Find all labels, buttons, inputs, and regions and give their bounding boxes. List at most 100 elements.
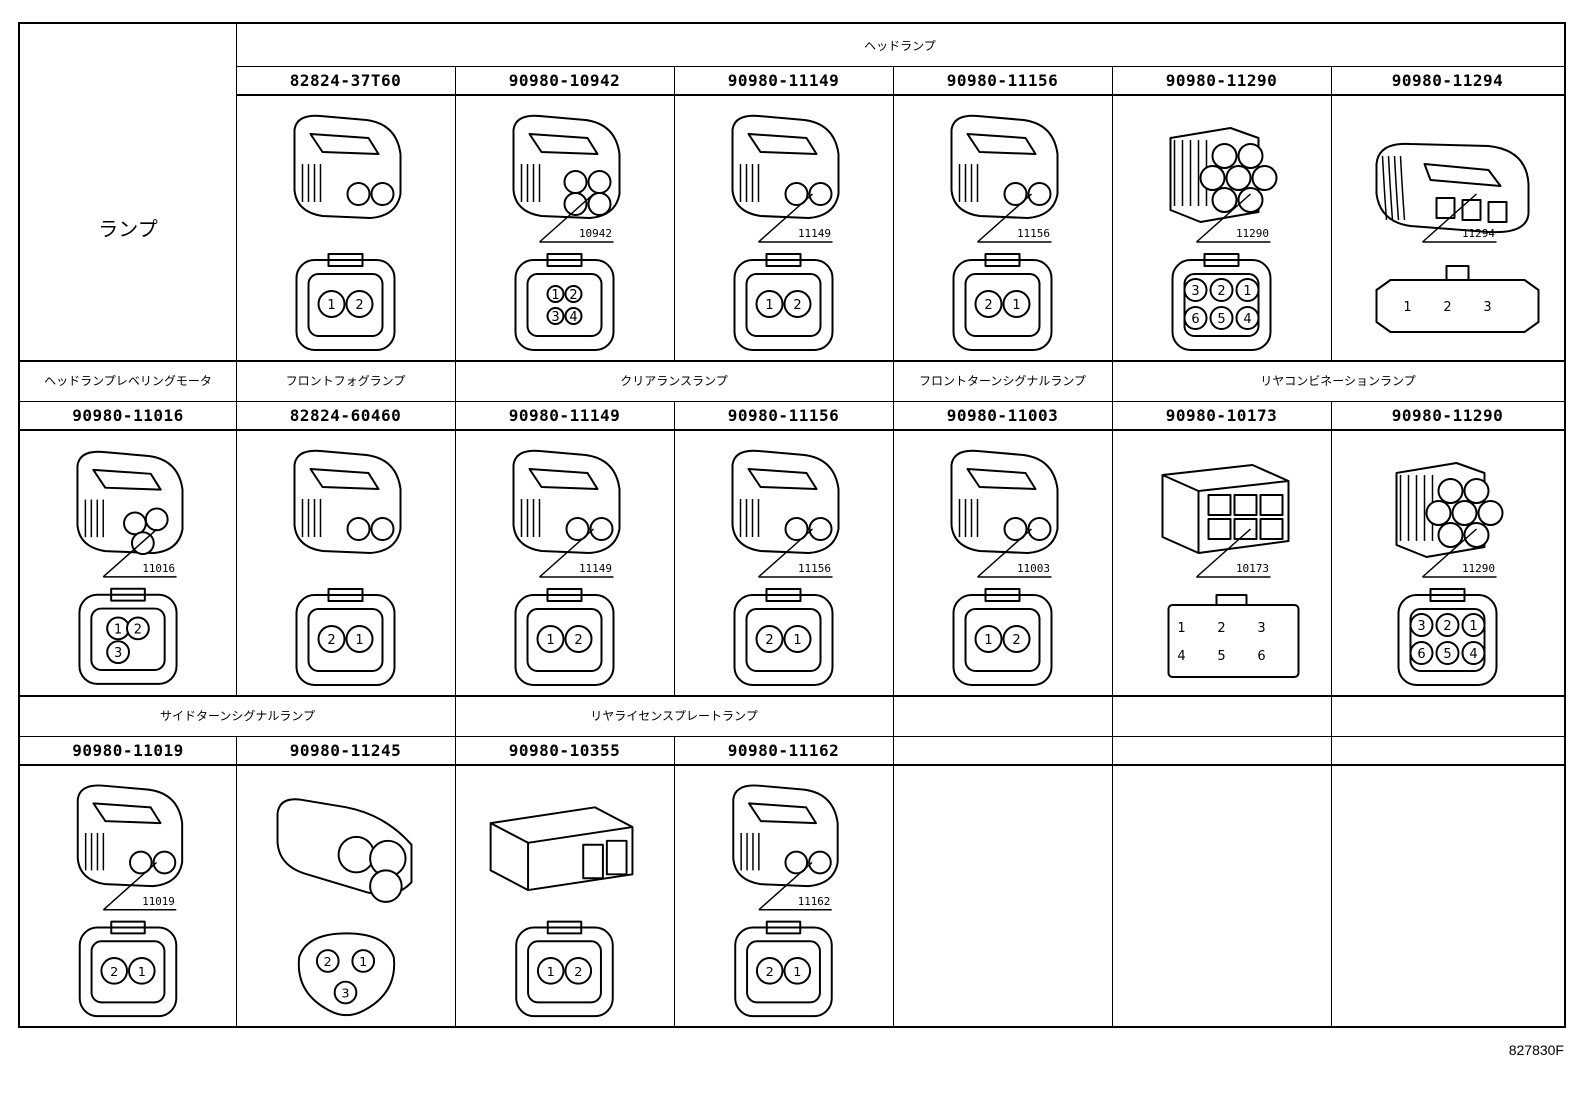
group-divider bbox=[893, 360, 894, 401]
pin-number: 2 bbox=[766, 965, 774, 980]
callout-label: 10942 bbox=[579, 227, 612, 240]
group-divider bbox=[236, 360, 237, 401]
pin-cavity bbox=[1183, 306, 1208, 330]
pin-number: 1 bbox=[547, 965, 555, 980]
pin-cavity bbox=[1002, 290, 1031, 318]
connector-body bbox=[276, 798, 413, 903]
connector-face bbox=[733, 588, 834, 686]
pin-number: 2 bbox=[765, 633, 773, 648]
pin-cavity bbox=[317, 290, 346, 318]
pin-cavity bbox=[564, 957, 593, 985]
pin-number: 6 bbox=[1417, 647, 1425, 662]
part-number: 90980-11149 bbox=[727, 70, 840, 90]
callout-label: 11149 bbox=[579, 562, 612, 575]
connector-body bbox=[732, 784, 839, 888]
connector-face bbox=[514, 253, 615, 351]
connector-face bbox=[514, 588, 615, 686]
connector-body bbox=[489, 806, 634, 892]
pin-number: 2 bbox=[1443, 300, 1451, 315]
connector-body bbox=[293, 114, 402, 219]
callout-label: 11294 bbox=[1462, 227, 1495, 240]
side-label: ランプ bbox=[98, 216, 158, 241]
figure-id: 827830F bbox=[1508, 1042, 1564, 1058]
pin-number: 3 bbox=[1417, 619, 1425, 634]
pin-number: 6 bbox=[1257, 649, 1265, 664]
pin-number: 2 bbox=[355, 298, 363, 313]
pin-cavity bbox=[106, 640, 130, 665]
pin-cavity bbox=[1409, 641, 1434, 665]
callout-leader bbox=[977, 193, 1052, 243]
pin-cavity bbox=[128, 957, 156, 985]
column-divider bbox=[1331, 401, 1332, 695]
pin-number: 4 bbox=[1243, 312, 1251, 327]
pin-number: 1 bbox=[793, 633, 801, 648]
group-label-license-plate-lamp: リヤライセンスプレートランプ bbox=[590, 709, 758, 723]
pin-number: 2 bbox=[134, 622, 142, 637]
pin-cavity bbox=[783, 625, 812, 653]
column-divider bbox=[893, 66, 894, 360]
connector-face bbox=[297, 932, 396, 1017]
pin-number: 1 bbox=[327, 298, 335, 313]
pin-number: 6 bbox=[1191, 312, 1199, 327]
group-label-fog-lamp: フロントフォグランプ bbox=[285, 374, 406, 388]
column-divider bbox=[455, 401, 456, 695]
connector-body bbox=[512, 449, 621, 554]
pin-number: 1 bbox=[138, 965, 146, 980]
pin-number: 1 bbox=[984, 633, 992, 648]
pin-cavity bbox=[100, 957, 128, 985]
callout-leader bbox=[102, 528, 177, 578]
connector-face bbox=[952, 588, 1053, 686]
pin-cavity bbox=[755, 625, 784, 653]
connector-body bbox=[950, 114, 1059, 219]
callout-leader bbox=[758, 861, 832, 911]
pin-cavity bbox=[1461, 641, 1486, 665]
pin-number: 1 bbox=[114, 622, 122, 637]
group-label-rear-combination-lamp: リヤコンビネーションランプ bbox=[1260, 374, 1416, 388]
connector-body bbox=[1161, 464, 1290, 554]
connector-body bbox=[1169, 127, 1278, 223]
group-label-front-turn-lamp: フロントターンシグナルランプ bbox=[918, 374, 1087, 388]
pin-cavity bbox=[1461, 613, 1486, 637]
column-divider bbox=[893, 736, 894, 1026]
pin-number: 5 bbox=[1217, 649, 1225, 664]
pin-number: 2 bbox=[574, 965, 582, 980]
pin-cavity bbox=[1435, 641, 1460, 665]
pin-number: 1 bbox=[355, 633, 363, 648]
pin-number: 1 bbox=[551, 288, 559, 303]
part-number: 90980-10173 bbox=[1165, 405, 1278, 425]
connector-table: ランプヘッドランプヘッドランプレベリングモータフロントフォグランプクリアランスラ… bbox=[18, 22, 1566, 1028]
callout-label: 10173 bbox=[1236, 562, 1269, 575]
part-number-divider bbox=[20, 429, 1564, 431]
connector-face bbox=[295, 588, 396, 686]
pin-cavity bbox=[317, 625, 346, 653]
part-number: 90980-11149 bbox=[508, 405, 621, 425]
pin-cavity bbox=[1435, 613, 1460, 637]
column-divider bbox=[236, 24, 237, 360]
group-divider bbox=[236, 66, 1564, 67]
group-label-leveling-motor: ヘッドランプレベリングモータ bbox=[44, 374, 212, 388]
pin-cavity bbox=[974, 625, 1003, 653]
pin-number: 3 bbox=[551, 310, 559, 325]
pin-cavity bbox=[536, 625, 565, 653]
part-number: 90980-11290 bbox=[1165, 70, 1278, 90]
pin-number: 1 bbox=[1177, 621, 1185, 636]
pin-number: 2 bbox=[569, 288, 577, 303]
callout-label: 11156 bbox=[798, 562, 831, 575]
pin-cavity bbox=[974, 290, 1003, 318]
pin-cavity bbox=[1235, 306, 1260, 330]
callout-leader bbox=[539, 528, 614, 578]
connector-body bbox=[1395, 462, 1504, 558]
